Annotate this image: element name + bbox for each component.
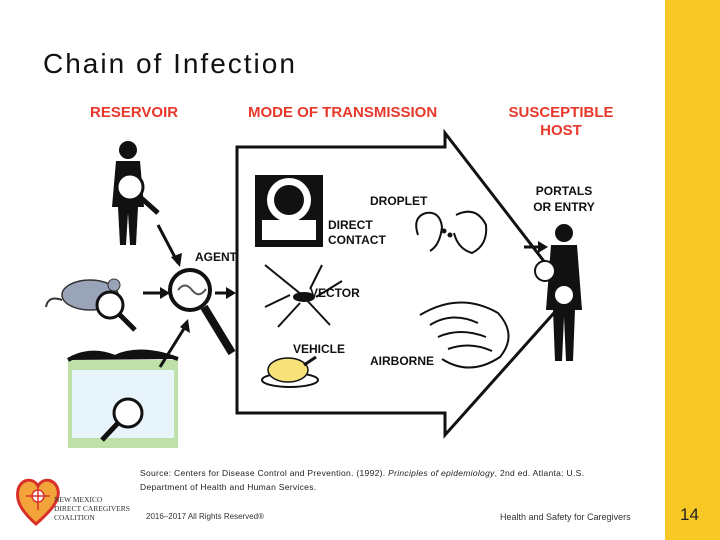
page-number: 14 xyxy=(680,505,699,524)
arrow-head-water xyxy=(180,319,190,333)
agent-label: AGENT xyxy=(195,250,238,264)
logo-text-line1: NEW MEXICO xyxy=(54,495,103,504)
direct-label: DIRECT xyxy=(328,218,373,232)
page-title: Chain of Infection xyxy=(43,48,297,79)
contact-label: CONTACT xyxy=(328,233,386,247)
water-environment-reservoir xyxy=(66,349,179,448)
vehicle-label: VEHICLE xyxy=(293,342,345,356)
logo-text-line2: DIRECT CAREGIVERS xyxy=(54,504,130,513)
or-entry-label: OR ENTRY xyxy=(533,200,595,214)
coalition-logo: NEW MEXICO DIRECT CAREGIVERS COALITION xyxy=(16,478,130,526)
food-vehicle-illustration xyxy=(261,355,319,388)
portals-label: PORTALS xyxy=(536,184,592,198)
vector-label: VECTOR xyxy=(310,286,360,300)
droplet-faces-illustration xyxy=(415,210,488,255)
magnifier-icon xyxy=(115,172,160,215)
host-magnifier-icon xyxy=(534,260,575,306)
magnifier-icon xyxy=(95,290,137,332)
arrow-water-to-agent xyxy=(158,326,187,368)
accent-side-bar xyxy=(665,0,720,540)
airborne-illustration xyxy=(419,301,510,369)
arrow-head-host xyxy=(538,241,548,253)
arrow-head-human xyxy=(171,253,182,267)
mosquito-vector-illustration xyxy=(264,264,343,328)
logo-text-line3: COALITION xyxy=(54,513,95,522)
host-label: HOST xyxy=(540,122,582,139)
direct-contact-panel xyxy=(255,175,323,247)
arrow-head-agent xyxy=(226,287,236,299)
reservoir-label: RESERVOIR xyxy=(90,104,178,121)
arrow-head-rat xyxy=(160,287,170,299)
mode-of-transmission-label: MODE OF TRANSMISSION xyxy=(248,104,437,121)
droplet-label: DROPLET xyxy=(370,194,428,208)
course-title-footer: Health and Safety for Caregivers xyxy=(500,512,631,522)
heart-logo-icon xyxy=(16,478,60,526)
agent-magnifier xyxy=(168,268,236,356)
copyright-text: 2016–2017 All Rights Reserved® xyxy=(146,512,264,521)
source-book-title: Principles of epidemiology xyxy=(388,468,495,478)
source-suffix: , 2nd ed. Atlanta: U.S. Department of He… xyxy=(140,468,585,492)
susceptible-label: SUSCEPTIBLE xyxy=(508,104,613,121)
source-prefix: Source: Centers for Disease Control and … xyxy=(140,468,386,478)
chain-of-infection-diagram: RESERVOIR MODE OF TRANSMISSION SUSCEPTIB… xyxy=(45,104,614,448)
source-citation: Source: Centers for Disease Control and … xyxy=(140,466,610,494)
airborne-label: AIRBORNE xyxy=(370,354,434,368)
